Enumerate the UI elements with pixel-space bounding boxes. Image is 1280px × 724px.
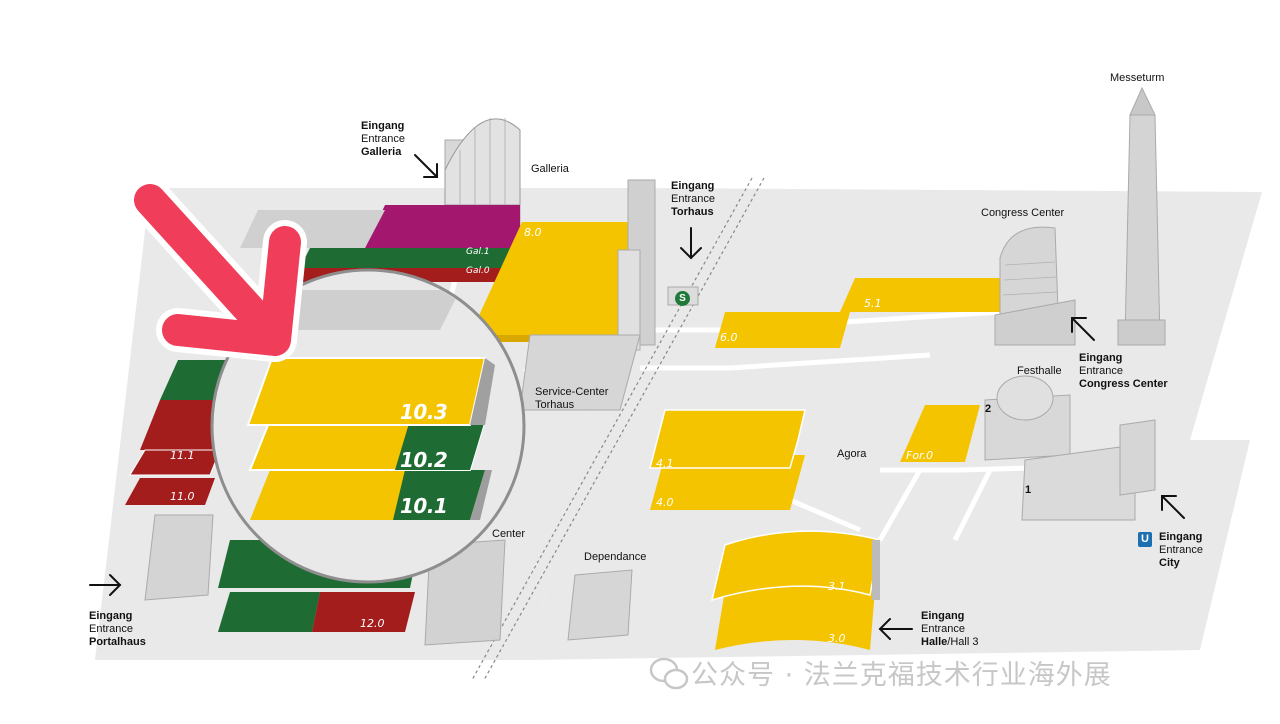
hall-5-1-shape [840,278,1000,312]
entrance-halle3: Eingang Entrance Halle/Hall 3 [921,610,979,648]
torhaus-annex [617,249,641,351]
hall-5-1-label: 5.1 [864,297,882,310]
hall-10-1-green [393,470,485,520]
hall-11-0-shape [125,478,215,505]
hall-forum-label: For.0 [906,449,934,462]
arrow-torhaus-icon [680,227,702,260]
entrance-torhaus: Eingang Entrance Torhaus [671,180,716,218]
congress-center-windows [1002,261,1058,296]
arrow-city-icon [1161,495,1185,519]
wechat-icon [649,657,689,690]
hall-12-0-label: 12.0 [360,617,385,630]
label-festhalle: Festhalle [1017,365,1062,377]
hall-gal-0-label: Gal.0 [466,266,490,276]
hall-10-3-label: 10.3 [400,400,448,424]
gal-grey-block [240,210,385,248]
hall-11-green-upper [160,360,230,400]
hall-4-1-label: 4.1 [656,457,674,470]
label-dependance: Dependance [584,551,647,563]
label-congress-center: Congress Center [981,207,1065,219]
festhalle-hall-1 [1021,444,1136,521]
congress-center-building [999,226,1059,316]
zoom-ground-shadow [290,290,460,330]
festhalle-dome [996,375,1054,421]
arrow-congress-icon [1071,317,1095,341]
hall-6-0-shape [715,312,850,348]
hall-3-1-shape [710,530,881,602]
highlight-arrow-icon [128,178,307,362]
gal-green-strip [300,248,520,268]
hall-4-1-shape [649,409,806,469]
label-service-center-2: Torhaus [535,399,575,411]
festhalle-marker-2: 2 [985,403,992,415]
messeturm-spire [1129,86,1156,116]
u-bahn-icon: U [1138,532,1152,547]
watermark: 公众号 · 法兰克福技术行业海外展 [645,653,1112,692]
galleria-dome [444,118,521,206]
hall-10-2-label: 10.2 [400,448,448,472]
hall-4-0-label: 4.0 [656,496,674,509]
entrance-city: Eingang Entrance City [1159,531,1204,569]
center-building [424,539,506,646]
hall-11-1-shape [129,449,221,476]
s-bahn-icon: S [675,291,690,306]
arrow-halle3-icon [878,618,913,640]
hall-3-0-shape [715,580,875,650]
hall-3-1-label: 3.1 [828,580,846,593]
label-messeturm: Messeturm [1110,72,1165,84]
hall-12-0-shape [312,592,415,632]
messeturm-base [1117,319,1166,346]
hall-10-2-green [395,420,485,470]
hall-11-red-upper [140,400,225,450]
dependance-building [567,569,633,641]
hall-8-0-shape [470,222,640,335]
festhalle-marker-1: 1 [1025,484,1032,496]
portalhaus-building [144,514,214,601]
entrance-arrows [89,154,1185,640]
hall-gal-1-label: Gal.1 [466,247,490,257]
label-center: Center [492,528,526,540]
hall-3-side [872,540,880,600]
label-galleria: Galleria [531,163,569,175]
hall-3-0-label: 3.0 [828,632,846,645]
messeturm-tower [1124,114,1161,341]
entrance-galleria: Eingang Entrance Galleria [361,120,406,158]
hall-10-3-shape [246,357,487,426]
arrow-portalhaus-icon [89,574,122,596]
label-agora: Agora [837,448,867,460]
festhalle-tower [1119,419,1156,496]
ground-plate-east [530,188,1262,660]
hall-8-0-label: 8.0 [524,226,542,239]
watermark-text: 公众号 · 法兰克福技术行业海外展 [691,660,1112,691]
hall-10-1-side [470,470,492,520]
galleria-dome-ribs [459,118,506,205]
congress-center-base [994,299,1076,346]
hall-6-0-label: 6.0 [720,331,738,344]
hall-11-0-label: 11.0 [170,490,195,503]
hall-forum-shape [900,405,980,462]
hall-10-1-label: 10.1 [400,494,448,518]
hall-12-green-lower [218,592,320,632]
hall-10-3-side [470,358,495,425]
service-center-block [519,334,641,411]
label-service-center-1: Service-Center [535,386,609,398]
galleria-magenta-hall [365,205,520,248]
entrance-congress-center: Eingang Entrance Congress Center [1079,352,1168,390]
entrance-portalhaus: Eingang Entrance Portalhaus [89,610,146,648]
hall-11-1-label: 11.1 [170,449,195,462]
arrow-galleria-icon [414,154,438,178]
